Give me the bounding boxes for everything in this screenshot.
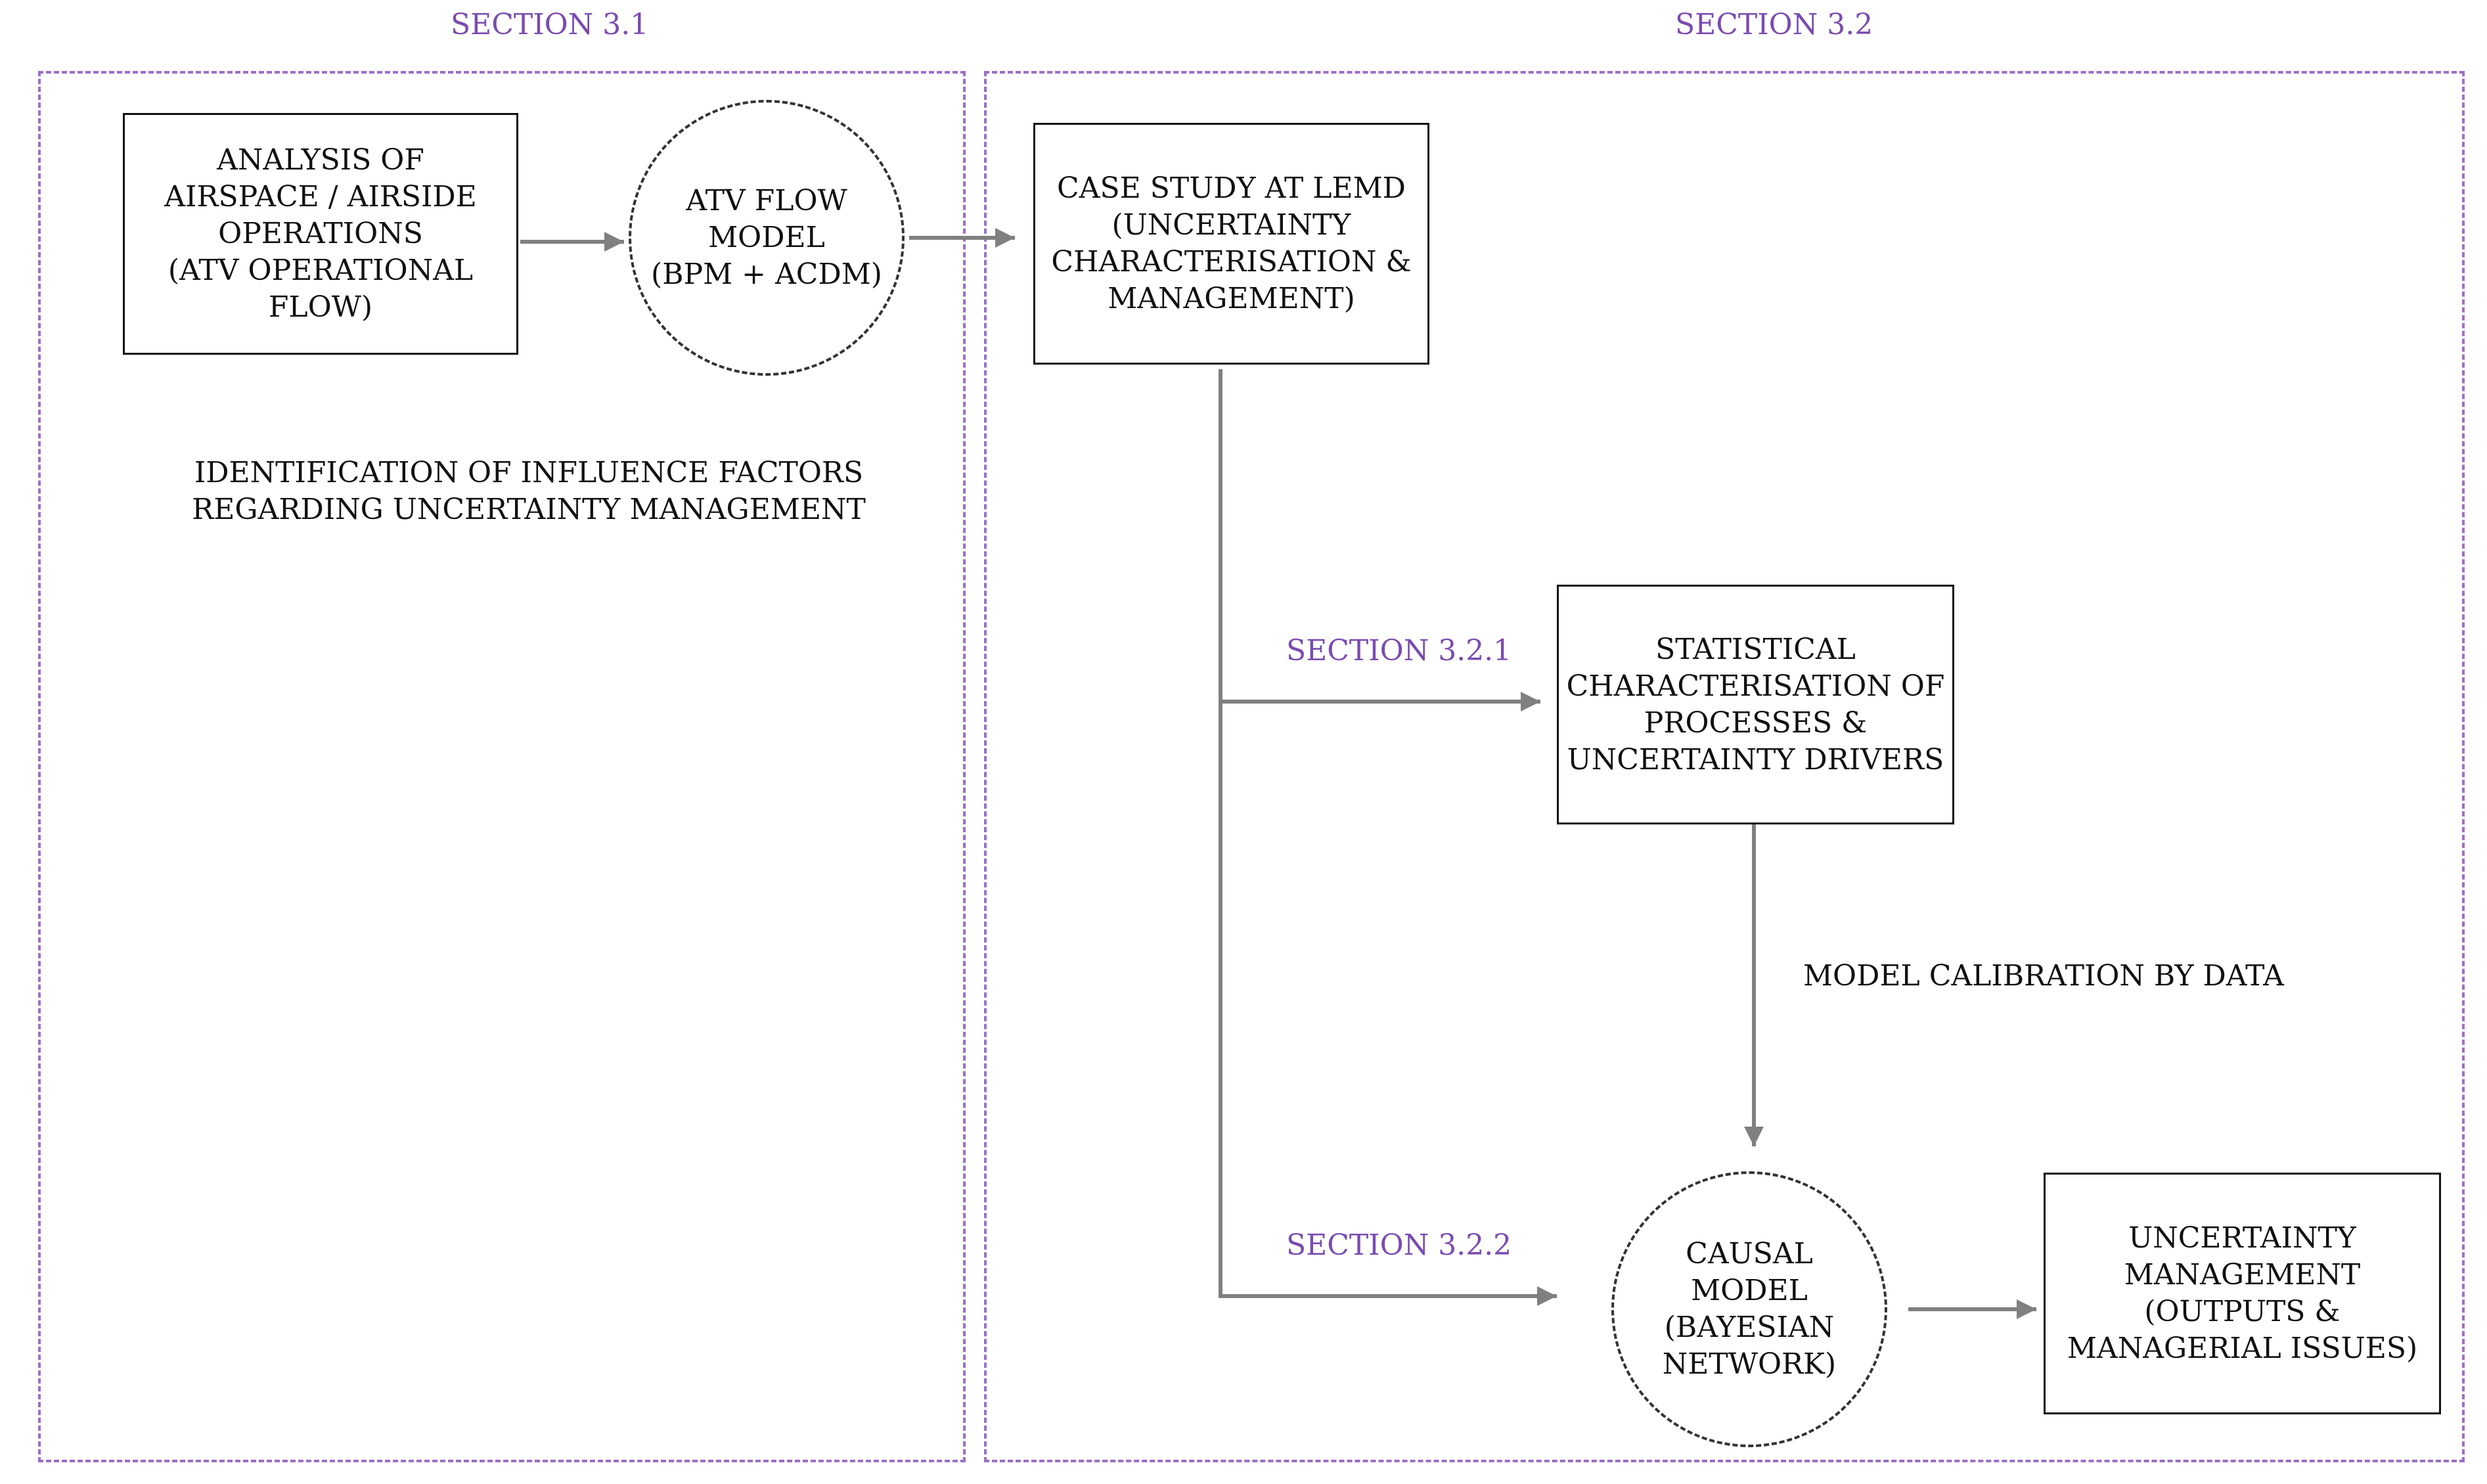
statistical-characterisation-box: STATISTICAL CHARACTERISATION OF PROCESSE…: [1557, 585, 1954, 824]
section-3-2-frame: [984, 71, 2465, 1462]
influence-factors-note: IDENTIFICATION OF INFLUENCE FACTORS REGA…: [192, 456, 866, 526]
model-calibration-note: MODEL CALIBRATION BY DATA: [1803, 959, 2284, 993]
section-3-2-1-label: SECTION 3.2.1: [1286, 634, 1512, 667]
section-3-1-frame: [38, 71, 966, 1462]
case-study-box: CASE STUDY AT LEMD (UNCERTAINTY CHARACTE…: [1033, 123, 1429, 365]
section-3-2-label: SECTION 3.2: [1675, 8, 1873, 41]
uncertainty-management-box: UNCERTAINTY MANAGEMENT (OUTPUTS & MANAGE…: [2044, 1173, 2441, 1414]
causal-model-circle: CAUSAL MODEL (BAYESIAN NETWORK): [1611, 1171, 1887, 1447]
atv-flow-model-circle: ATV FLOW MODEL (BPM + ACDM): [629, 100, 905, 376]
section-3-1-label: SECTION 3.1: [451, 8, 649, 41]
analysis-box: ANALYSIS OF AIRSPACE / AIRSIDE OPERATION…: [123, 113, 518, 355]
section-3-2-2-label: SECTION 3.2.2: [1286, 1228, 1512, 1262]
